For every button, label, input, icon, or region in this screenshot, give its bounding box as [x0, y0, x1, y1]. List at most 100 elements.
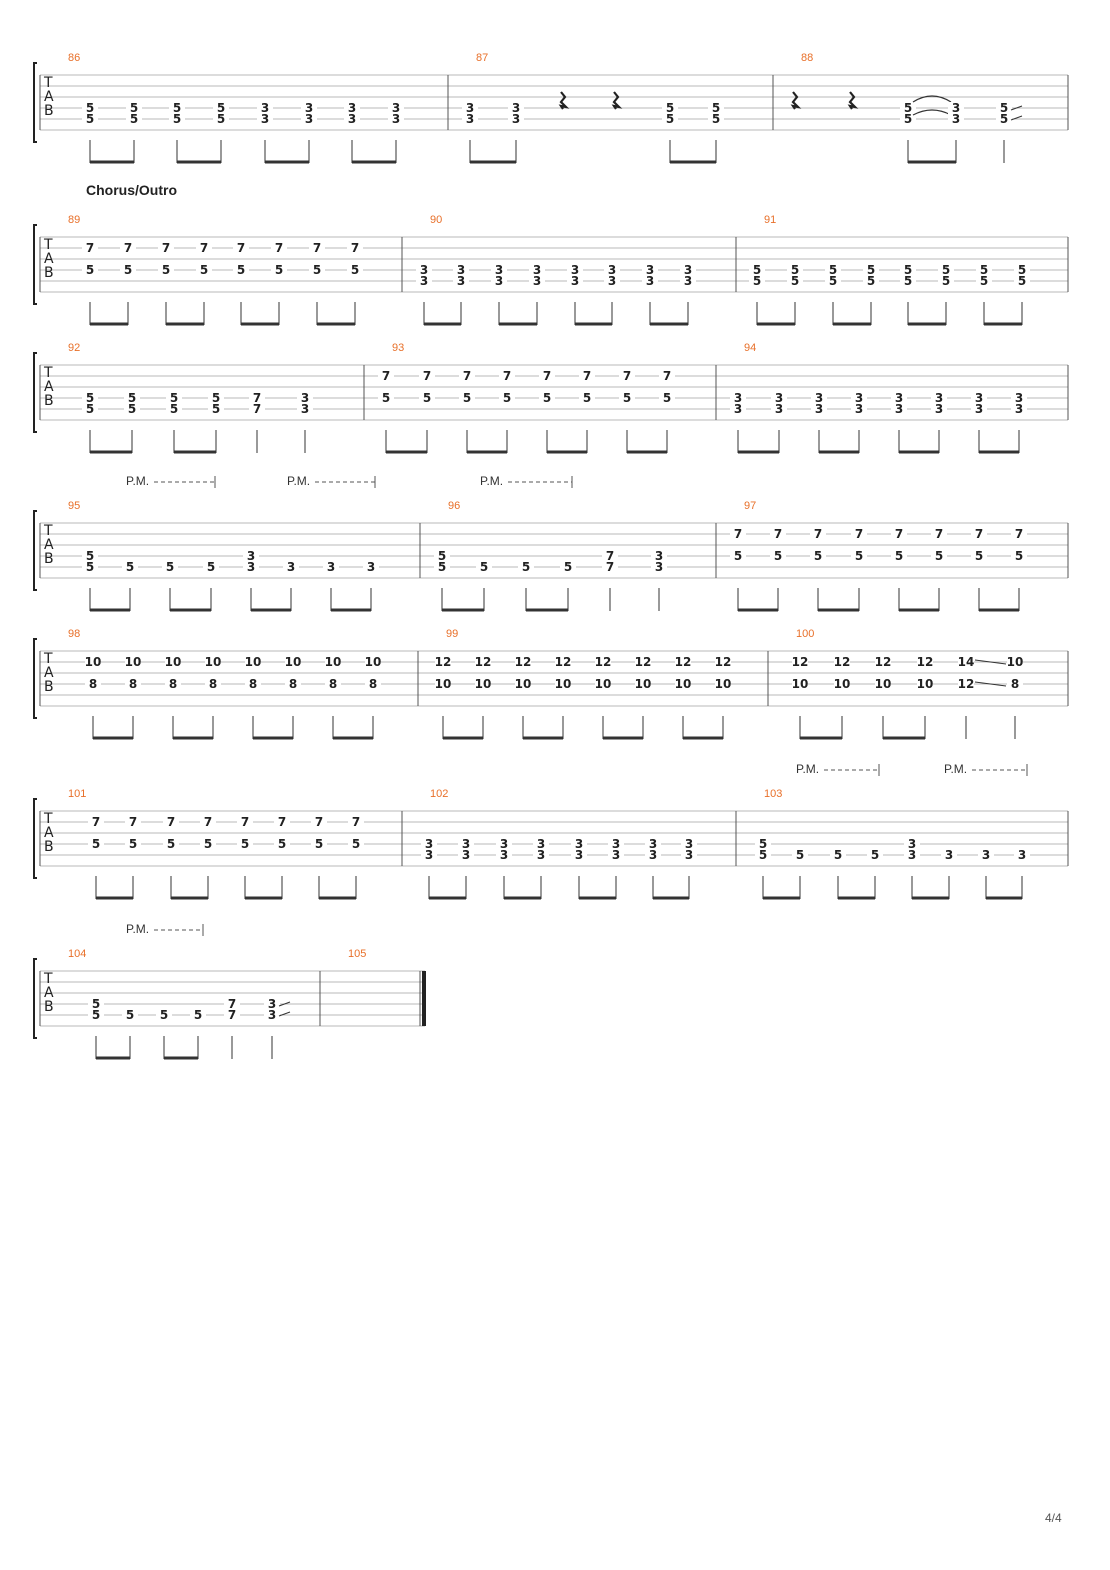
note-mask [311, 816, 327, 828]
fret-number: 5 [904, 112, 912, 126]
note-mask [867, 849, 883, 861]
note-mask [499, 392, 515, 404]
fret-number: 5 [92, 997, 100, 1011]
measure-number: 91 [764, 214, 776, 226]
note-mask [810, 550, 826, 562]
note-mask [948, 113, 964, 125]
tab-clef-letter: T [43, 651, 53, 667]
fret-number: 7 [382, 369, 390, 383]
note-mask [348, 816, 364, 828]
fret-number: 12 [792, 655, 809, 669]
note-mask [274, 838, 290, 850]
fret-number: 7 [351, 241, 359, 255]
fret-number: 5 [829, 263, 837, 277]
note-mask [708, 113, 724, 125]
note-mask [642, 275, 658, 287]
note-mask [82, 392, 98, 404]
note-mask [416, 264, 432, 276]
fret-number: 3 [512, 101, 520, 115]
page-number: 4/4 [1045, 1511, 1062, 1525]
note-mask [715, 678, 731, 690]
fret-number: 7 [253, 391, 261, 405]
note-mask [917, 656, 933, 668]
fret-number: 3 [815, 391, 823, 405]
tab-clef-letter: T [43, 811, 53, 827]
note-mask [82, 102, 98, 114]
note-mask [237, 816, 253, 828]
note-mask [900, 264, 916, 276]
fret-number: 10 [875, 677, 892, 691]
fret-number: 7 [162, 241, 170, 255]
fret-number: 7 [237, 241, 245, 255]
fret-number: 5 [666, 112, 674, 126]
fret-number: 5 [86, 101, 94, 115]
fret-number: 5 [126, 560, 134, 574]
fret-number: 3 [466, 112, 474, 126]
fret-number: 3 [935, 402, 943, 416]
note-mask [1011, 403, 1027, 415]
note-mask [749, 275, 765, 287]
note-mask [595, 656, 611, 668]
palm-mute-label: P.M. [796, 762, 819, 776]
note-mask [529, 264, 545, 276]
fret-number: 5 [980, 274, 988, 288]
note-mask [567, 264, 583, 276]
note-mask [285, 678, 301, 690]
note-mask [435, 678, 451, 690]
fret-number: 10 [325, 655, 342, 669]
note-mask [771, 403, 787, 415]
fret-number: 12 [435, 655, 452, 669]
note-mask [931, 403, 947, 415]
fret-number: 7 [503, 369, 511, 383]
note-mask [125, 656, 141, 668]
fret-number: 3 [895, 402, 903, 416]
fret-number: 3 [537, 848, 545, 862]
fret-number: 3 [348, 101, 356, 115]
fret-number: 7 [86, 241, 94, 255]
measure-number: 88 [801, 52, 813, 64]
note-mask [237, 838, 253, 850]
fret-number: 7 [463, 369, 471, 383]
fret-number: 5 [1000, 112, 1008, 126]
fret-number: 5 [92, 1008, 100, 1022]
note-mask [635, 678, 651, 690]
fret-number: 10 [792, 677, 809, 691]
note-mask [82, 113, 98, 125]
fret-number: 5 [207, 560, 215, 574]
fret-number: 5 [173, 101, 181, 115]
note-mask [811, 403, 827, 415]
fret-number: 5 [712, 101, 720, 115]
fret-number: 5 [753, 274, 761, 288]
note-mask [904, 849, 920, 861]
fret-number: 10 [917, 677, 934, 691]
fret-number: 3 [392, 101, 400, 115]
note-mask [344, 113, 360, 125]
palm-mute-label: P.M. [287, 474, 310, 488]
note-mask [619, 370, 635, 382]
note-mask [680, 275, 696, 287]
fret-number: 5 [237, 263, 245, 277]
fret-number: 3 [420, 274, 428, 288]
note-mask [681, 838, 697, 850]
note-mask [243, 561, 259, 573]
note-mask [996, 102, 1012, 114]
fret-number: 5 [1000, 101, 1008, 115]
measure-number: 93 [392, 342, 404, 354]
note-mask [274, 816, 290, 828]
fret-number: 3 [908, 848, 916, 862]
fret-number: 7 [129, 815, 137, 829]
note-mask [125, 838, 141, 850]
measure-number: 104 [68, 948, 86, 960]
note-mask [120, 264, 136, 276]
fret-number: 10 [555, 677, 572, 691]
note-mask [190, 1009, 206, 1021]
note-mask [619, 392, 635, 404]
note-mask [271, 242, 287, 254]
fret-number: 5 [942, 263, 950, 277]
note-mask [200, 838, 216, 850]
note-mask [421, 838, 437, 850]
fret-number: 10 [635, 677, 652, 691]
note-mask [851, 550, 867, 562]
fret-number: 3 [684, 263, 692, 277]
fret-number: 10 [125, 655, 142, 669]
